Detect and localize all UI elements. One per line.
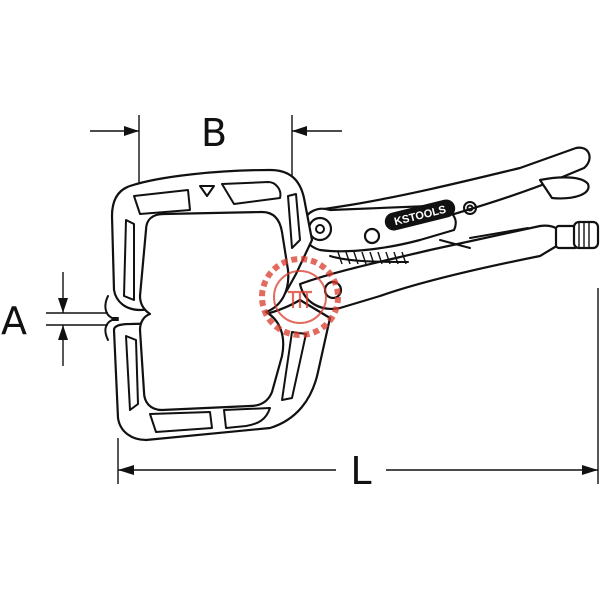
dimension-l: L	[117, 288, 599, 493]
dimension-a-label: A	[1, 299, 27, 343]
dimension-a: A	[1, 272, 108, 366]
dimension-l-label: L	[350, 449, 371, 493]
spring	[329, 251, 409, 265]
dimension-b-label: B	[201, 111, 227, 155]
dimension-b: B	[90, 111, 342, 188]
lower-handle	[298, 220, 600, 310]
brand-logo: KSTOOLS	[384, 199, 456, 231]
gear-watermark-icon	[259, 256, 341, 338]
clamp-frame	[104, 168, 332, 442]
